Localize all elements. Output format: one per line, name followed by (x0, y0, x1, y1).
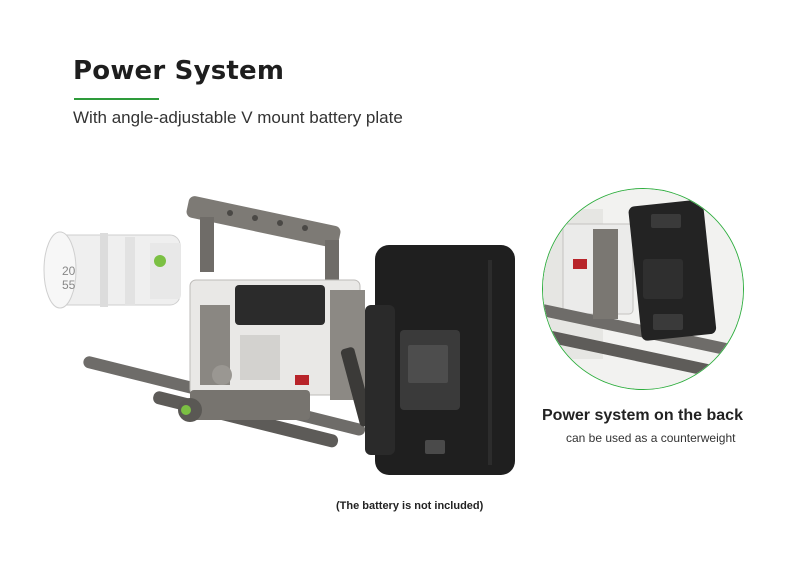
base-plate (190, 390, 310, 420)
vmount-battery (365, 245, 515, 475)
camera-body (189, 279, 365, 400)
svg-text:20: 20 (62, 264, 76, 278)
battery-footnote: (The battery is not included) (336, 500, 484, 512)
svg-text:55: 55 (62, 278, 76, 292)
back-view-inset (542, 188, 744, 390)
inset-caption: Power system on the back (542, 407, 743, 424)
inset-subcaption: can be used as a counterweight (566, 431, 736, 445)
page-title: Power System (73, 56, 285, 86)
top-handle (186, 196, 341, 285)
back-view-image (543, 189, 743, 389)
camera-rig-image: 20 55 (43, 196, 515, 475)
page-subtitle: With angle-adjustable V mount battery pl… (73, 108, 403, 127)
cine-lens: 20 55 (43, 231, 181, 309)
title-underline (74, 98, 159, 100)
